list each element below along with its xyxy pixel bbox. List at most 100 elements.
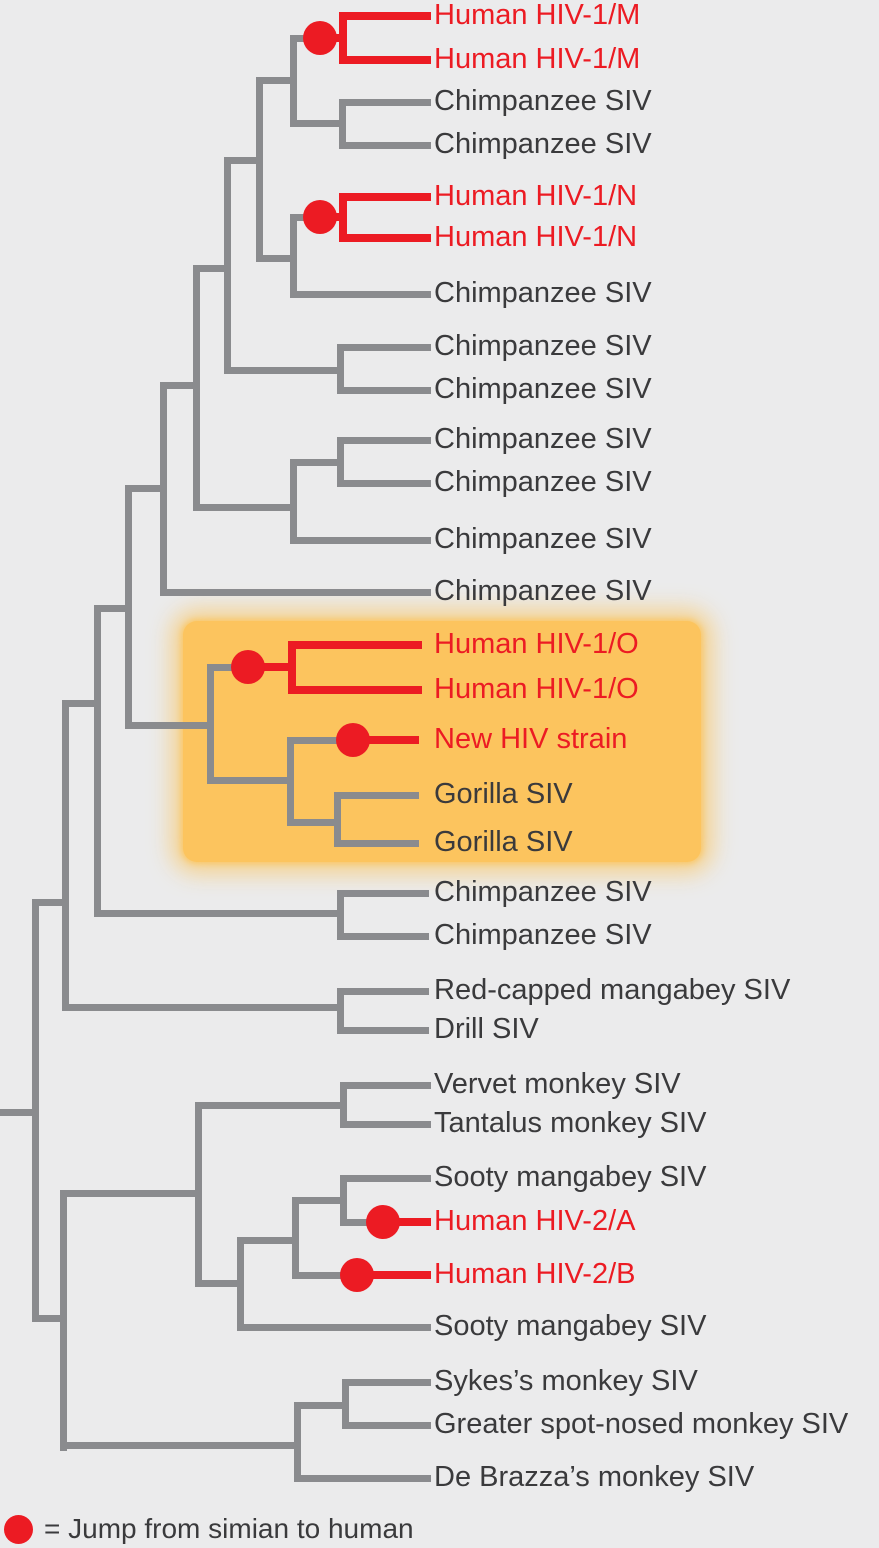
tree-branch-segment: [194, 1279, 244, 1287]
jump-dot: [366, 1205, 400, 1239]
tree-branch-segment: [0, 1108, 39, 1116]
tree-branch-segment: [288, 686, 422, 694]
tree-branch-segment: [192, 264, 231, 272]
jump-dot: [340, 1258, 374, 1292]
tree-branch-segment: [339, 56, 431, 64]
tree-branch-segment: [339, 234, 431, 242]
tree-branch-segment: [339, 1120, 431, 1128]
tip-label: Human HIV-1/N: [434, 179, 638, 212]
tree-branch-segment: [339, 12, 431, 20]
tree-branch-segment: [339, 193, 431, 201]
legend: = Jump from simian to human: [4, 1513, 414, 1545]
tree-branch-segment: [349, 736, 419, 744]
tip-label: Sooty mangabey SIV: [434, 1160, 707, 1193]
tree-branch-segment: [291, 1271, 362, 1279]
tree-branch-segment: [236, 1323, 431, 1331]
tree-branch-segment: [339, 1174, 347, 1226]
tree-branch-segment: [336, 932, 429, 940]
jump-dot-legend-icon: [4, 1514, 33, 1544]
jump-dot: [231, 650, 265, 684]
tree-branch-segment: [206, 663, 214, 784]
tree-branch-segment: [336, 889, 429, 897]
tip-label: Tantalus monkey SIV: [434, 1106, 707, 1139]
tree-branch-segment: [341, 1378, 349, 1429]
tree-branch-segment: [206, 776, 294, 784]
tree-branch-segment: [336, 343, 431, 351]
tree-branch-segment: [255, 76, 263, 262]
tree-branch-segment: [93, 909, 344, 917]
tip-label: Chimpanzee SIV: [434, 127, 652, 160]
tree-branch-segment: [333, 791, 341, 847]
tree-branch-segment: [31, 1314, 67, 1322]
tip-label: Chimpanzee SIV: [434, 276, 652, 309]
tip-label: Chimpanzee SIV: [434, 574, 652, 607]
tree-branch-segment: [341, 1421, 431, 1429]
tip-label: Gorilla SIV: [434, 777, 573, 810]
tree-branch-segment: [124, 484, 167, 492]
tree-branch-segment: [61, 699, 69, 1011]
tip-label: Human HIV-2/B: [434, 1257, 636, 1290]
highlight-box: [183, 621, 701, 862]
tip-label: Red-capped mangabey SIV: [434, 973, 791, 1006]
tree-branch-segment: [192, 503, 297, 511]
tree-branch-segment: [339, 1174, 431, 1182]
tree-branch-segment: [339, 1218, 389, 1226]
tree-branch-segment: [124, 721, 214, 729]
tip-label: Drill SIV: [434, 1012, 539, 1045]
tip-label: Sykes’s monkey SIV: [434, 1364, 698, 1397]
tip-label: New HIV strain: [434, 722, 628, 755]
tip-label: Chimpanzee SIV: [434, 329, 652, 362]
tip-label: Human HIV-1/O: [434, 672, 639, 705]
tree-branch-segment: [336, 436, 431, 444]
tree-branch-segment: [61, 1003, 344, 1011]
tree-branch-segment: [379, 1218, 431, 1226]
tree-branch-segment: [286, 736, 359, 744]
tip-label: Chimpanzee SIV: [434, 918, 652, 951]
legend-text: = Jump from simian to human: [44, 1513, 414, 1544]
tip-label: Human HIV-1/M: [434, 42, 641, 75]
tree-branch-segment: [255, 76, 297, 84]
jump-dot: [336, 723, 370, 757]
tree-branch-segment: [338, 141, 431, 149]
tree-branch-segment: [336, 889, 344, 940]
jump-dot: [303, 21, 337, 55]
tip-label: Gorilla SIV: [434, 825, 573, 858]
tip-label: Human HIV-2/A: [434, 1204, 636, 1237]
tip-label: Chimpanzee SIV: [434, 84, 652, 117]
tree-branch-segment: [336, 987, 429, 995]
tip-label: Chimpanzee SIV: [434, 522, 652, 555]
tree-branch-segment: [291, 1196, 347, 1204]
tree-branch-segment: [353, 1271, 431, 1279]
tree-branch-segment: [93, 604, 101, 917]
tree-branch-segment: [333, 839, 419, 847]
tree-branch-segment: [289, 290, 431, 298]
tree-branch-segment: [288, 641, 296, 694]
jump-dot: [303, 200, 337, 234]
tree-branch-segment: [59, 1189, 202, 1197]
tip-label: Chimpanzee SIV: [434, 372, 652, 405]
tree-branch-segment: [286, 736, 294, 826]
tip-label: Vervet monkey SIV: [434, 1067, 681, 1100]
tree-branch-segment: [31, 898, 69, 906]
tree-branch-segment: [333, 791, 419, 799]
tree-branch-segment: [59, 1441, 301, 1449]
tip-label: Sooty mangabey SIV: [434, 1309, 707, 1342]
tree-branch-segment: [289, 458, 344, 466]
tree-branch-segment: [336, 1026, 429, 1034]
tree-branch-segment: [338, 98, 431, 106]
tree-branch-segment: [223, 156, 263, 164]
tip-label: Chimpanzee SIV: [434, 465, 652, 498]
tip-label: Human HIV-1/N: [434, 220, 638, 253]
tree-branch-segment: [336, 386, 431, 394]
tree-branch-segment: [242, 663, 296, 671]
tree-branch-segment: [236, 1236, 244, 1331]
tree-branch-segment: [289, 119, 346, 127]
tip-label: Chimpanzee SIV: [434, 875, 652, 908]
tree-branch-segment: [59, 1189, 67, 1451]
tip-label: Greater spot-nosed monkey SIV: [434, 1407, 849, 1440]
tree-branch-segment: [339, 1081, 431, 1089]
tree-branch-segment: [336, 987, 344, 1034]
tree-branch-segment: [223, 366, 344, 374]
tree-branch-segment: [236, 1236, 299, 1244]
